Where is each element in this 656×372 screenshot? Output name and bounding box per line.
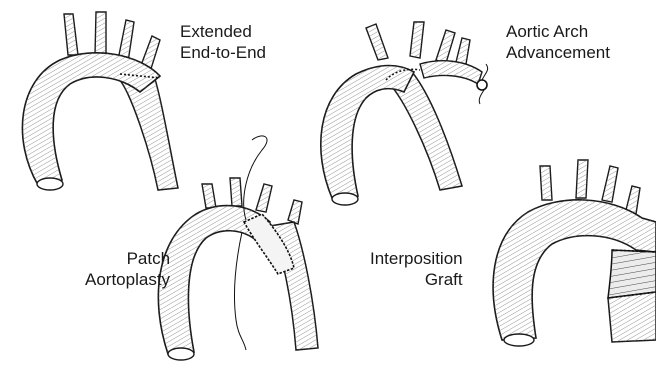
label-line: Extended	[180, 21, 266, 42]
label-line: Patch	[85, 248, 170, 269]
label-line: Graft	[370, 269, 463, 290]
aorta-interposition-graft	[493, 160, 656, 346]
label-patch-aortoplasty: Patch Aortoplasty	[85, 248, 170, 290]
label-aortic-arch-advancement: Aortic Arch Advancement	[506, 21, 610, 63]
label-line: End-to-End	[180, 42, 266, 63]
label-line: Advancement	[506, 42, 610, 63]
label-line: Aortoplasty	[85, 269, 170, 290]
aorta-patch-aortoplasty	[158, 136, 318, 360]
arch-branches	[366, 22, 470, 64]
aorta-arch-advancement	[321, 22, 488, 205]
label-extended-end-to-end: Extended End-to-End	[180, 21, 266, 63]
label-line: Aortic Arch	[506, 21, 610, 42]
label-line: Interposition	[370, 248, 463, 269]
label-interposition-graft: Interposition Graft	[370, 248, 463, 290]
aorta-extended-end-to-end	[22, 12, 178, 190]
